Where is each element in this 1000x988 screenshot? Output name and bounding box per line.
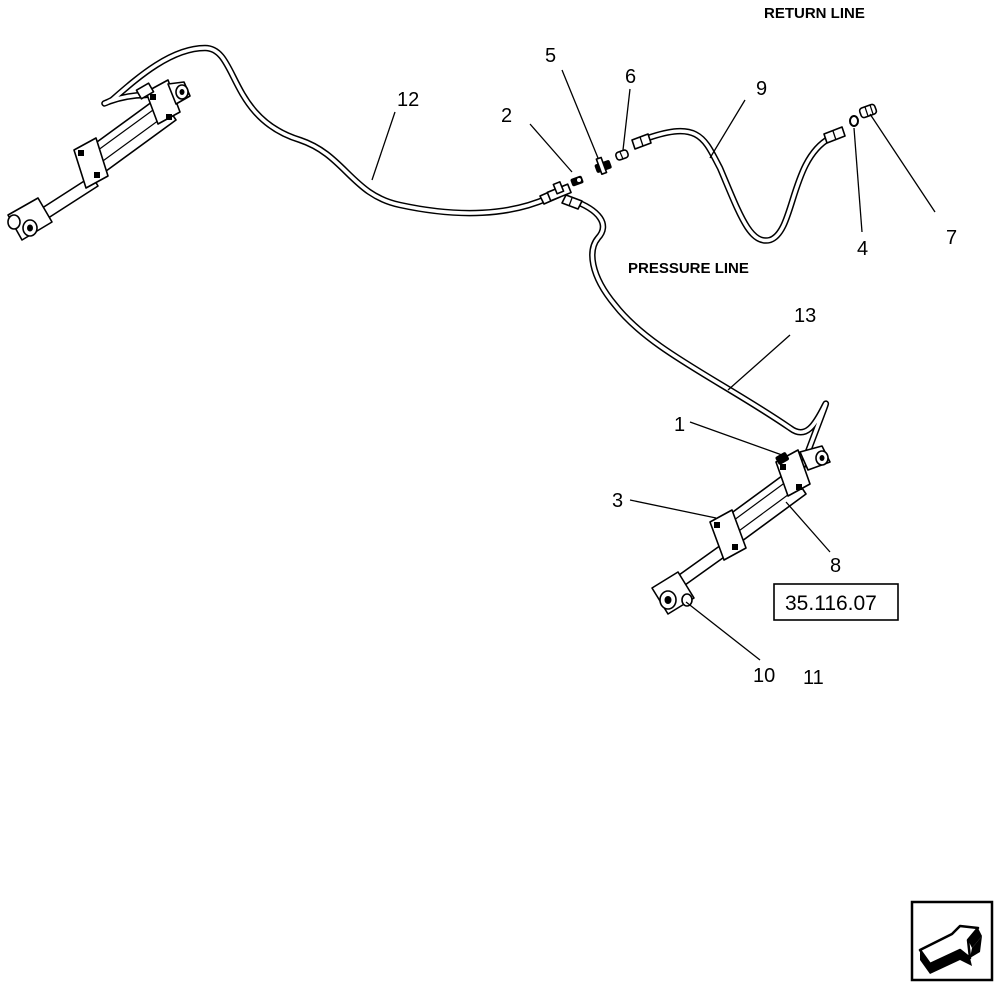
reference-link[interactable]: 35.116.07 [773,583,899,621]
callout-4: 4 [857,238,868,260]
hose-13 [568,196,830,489]
leader-lines [371,69,936,661]
hose-13-fitting [561,194,583,210]
hose-12 [101,44,552,217]
hose-9 [644,127,834,244]
callout-3: 3 [612,490,623,512]
callout-5: 5 [545,45,556,67]
callout-1: 1 [674,414,685,436]
callout-9: 9 [756,78,767,100]
left-hydraulic-cylinder [7,79,191,241]
return-line-heading: RETURN LINE [764,5,865,22]
adapter-2 [570,175,584,187]
callout-6: 6 [625,66,636,88]
callout-12: 12 [397,89,419,111]
callout-8: 8 [830,555,841,577]
reference-label[interactable]: 35.116.07 [785,592,877,615]
callout-2: 2 [501,105,512,127]
hose-9-fitting-right [823,126,846,144]
callout-7: 7 [946,227,957,249]
hose-9-fitting-left [631,133,652,150]
tee-fitting [546,181,572,202]
callout-11: 11 [803,667,824,689]
reference-box[interactable] [773,583,899,621]
callout-10: 10 [753,665,775,687]
next-page-arrow-icon[interactable] [910,900,994,982]
fitting-7 [858,103,878,119]
callout-13: 13 [794,305,816,327]
right-hydraulic-cylinder [651,445,831,615]
union-5 [594,156,612,176]
fitting-6 [615,149,629,161]
o-ring-4 [849,115,859,127]
pressure-line-heading: PRESSURE LINE [628,260,749,277]
